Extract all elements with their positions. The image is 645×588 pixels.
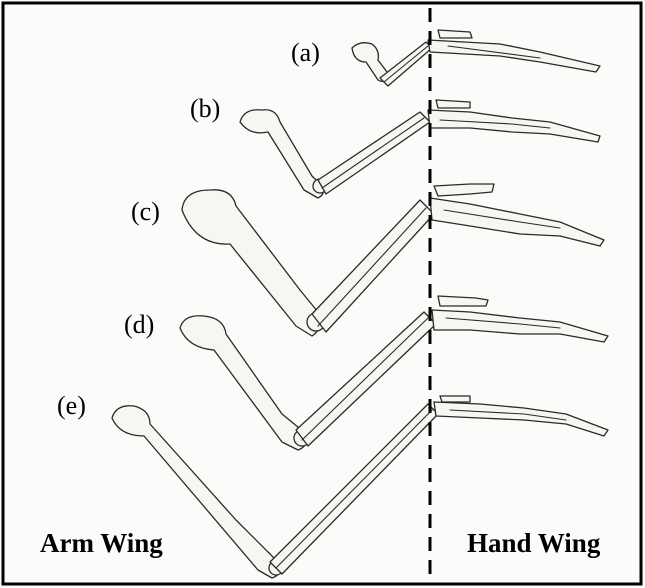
wing-d xyxy=(180,296,608,450)
label-b: (b) xyxy=(190,94,220,124)
wing-b-forearm xyxy=(318,112,430,194)
label-a: (a) xyxy=(291,38,320,68)
wing-d-humerus xyxy=(180,316,306,450)
hand-wing-label: Hand Wing xyxy=(467,528,600,559)
label-d: (d) xyxy=(124,310,154,340)
wing-b-hand xyxy=(428,110,600,142)
wing-c xyxy=(182,184,604,336)
wing-b-humerus xyxy=(240,110,323,198)
wing-b-thumb xyxy=(436,100,470,108)
wing-c-thumb xyxy=(434,184,494,196)
arm-wing-label: Arm Wing xyxy=(40,528,163,559)
label-e: (e) xyxy=(57,391,86,421)
figure-frame xyxy=(3,3,641,584)
label-c: (c) xyxy=(131,197,160,227)
wing-c-humerus xyxy=(182,190,320,336)
wing-d-hand xyxy=(432,310,608,342)
wing-a-hand xyxy=(428,40,600,72)
wing-e-hand xyxy=(434,402,608,436)
wing-e-thumb xyxy=(440,396,470,402)
wing-d-thumb xyxy=(438,296,488,306)
wing-b xyxy=(240,100,600,198)
wing-a-thumb xyxy=(438,30,472,38)
wing-a xyxy=(352,30,600,86)
